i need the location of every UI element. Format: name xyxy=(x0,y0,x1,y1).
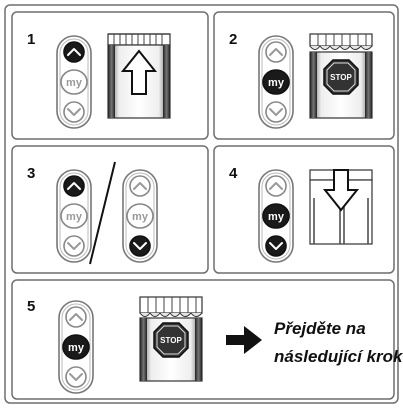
remote-button-up-icon xyxy=(63,175,85,197)
remote-button-up-icon xyxy=(63,41,85,63)
remote-button-my-icon: my xyxy=(60,69,88,95)
awning-stop-sign-icon: STOP xyxy=(139,296,203,382)
awning-arrow-up-icon xyxy=(107,33,171,119)
remote-button-up-icon xyxy=(265,175,287,197)
my-label: my xyxy=(66,77,83,89)
remote-control-icon: my xyxy=(258,35,294,129)
remote-button-up-icon xyxy=(129,175,151,197)
remote-control-icon: my xyxy=(122,169,158,263)
panel-step-5 xyxy=(11,279,395,400)
awning-arrow-down-icon xyxy=(309,169,373,245)
my-label: my xyxy=(68,342,85,354)
stop-sign-label: STOP xyxy=(160,336,182,345)
caption-line-2: následující krok xyxy=(274,347,403,366)
my-label: my xyxy=(66,211,83,223)
step-number-4: 4 xyxy=(229,165,238,182)
slash-divider xyxy=(89,161,116,265)
panel-step-3 xyxy=(11,145,209,274)
remote-control-icon: my xyxy=(58,300,94,394)
my-label: my xyxy=(268,77,285,89)
caption-line-1: Přejděte na xyxy=(274,319,366,338)
remote-button-down-icon xyxy=(63,101,85,123)
step-number-2: 2 xyxy=(229,31,237,48)
remote-button-down-icon xyxy=(265,101,287,123)
remote-button-down-icon xyxy=(63,235,85,257)
step-number-5: 5 xyxy=(27,298,35,315)
remote-button-down-icon xyxy=(265,235,287,257)
awning-stop-sign-icon: STOP xyxy=(309,33,373,119)
step-number-1: 1 xyxy=(27,31,35,48)
stop-sign-label: STOP xyxy=(330,73,352,82)
remote-button-my-icon: my xyxy=(60,203,88,229)
remote-control-icon: my xyxy=(56,35,92,129)
my-label: my xyxy=(268,211,285,223)
my-label: my xyxy=(132,211,149,223)
remote-button-my-icon: my xyxy=(262,69,290,95)
remote-control-icon: my xyxy=(258,169,294,263)
remote-button-my-icon: my xyxy=(62,334,90,360)
remote-button-down-icon xyxy=(129,235,151,257)
right-arrow-icon xyxy=(226,326,262,354)
remote-button-my-icon: my xyxy=(126,203,154,229)
remote-button-up-icon xyxy=(65,306,87,328)
remote-button-my-icon: my xyxy=(262,203,290,229)
remotes-layer: my my my my my my xyxy=(56,35,294,394)
remote-control-icon: my xyxy=(56,169,92,263)
remote-button-up-icon xyxy=(265,41,287,63)
step-number-3: 3 xyxy=(27,165,35,182)
remote-button-down-icon xyxy=(65,366,87,388)
